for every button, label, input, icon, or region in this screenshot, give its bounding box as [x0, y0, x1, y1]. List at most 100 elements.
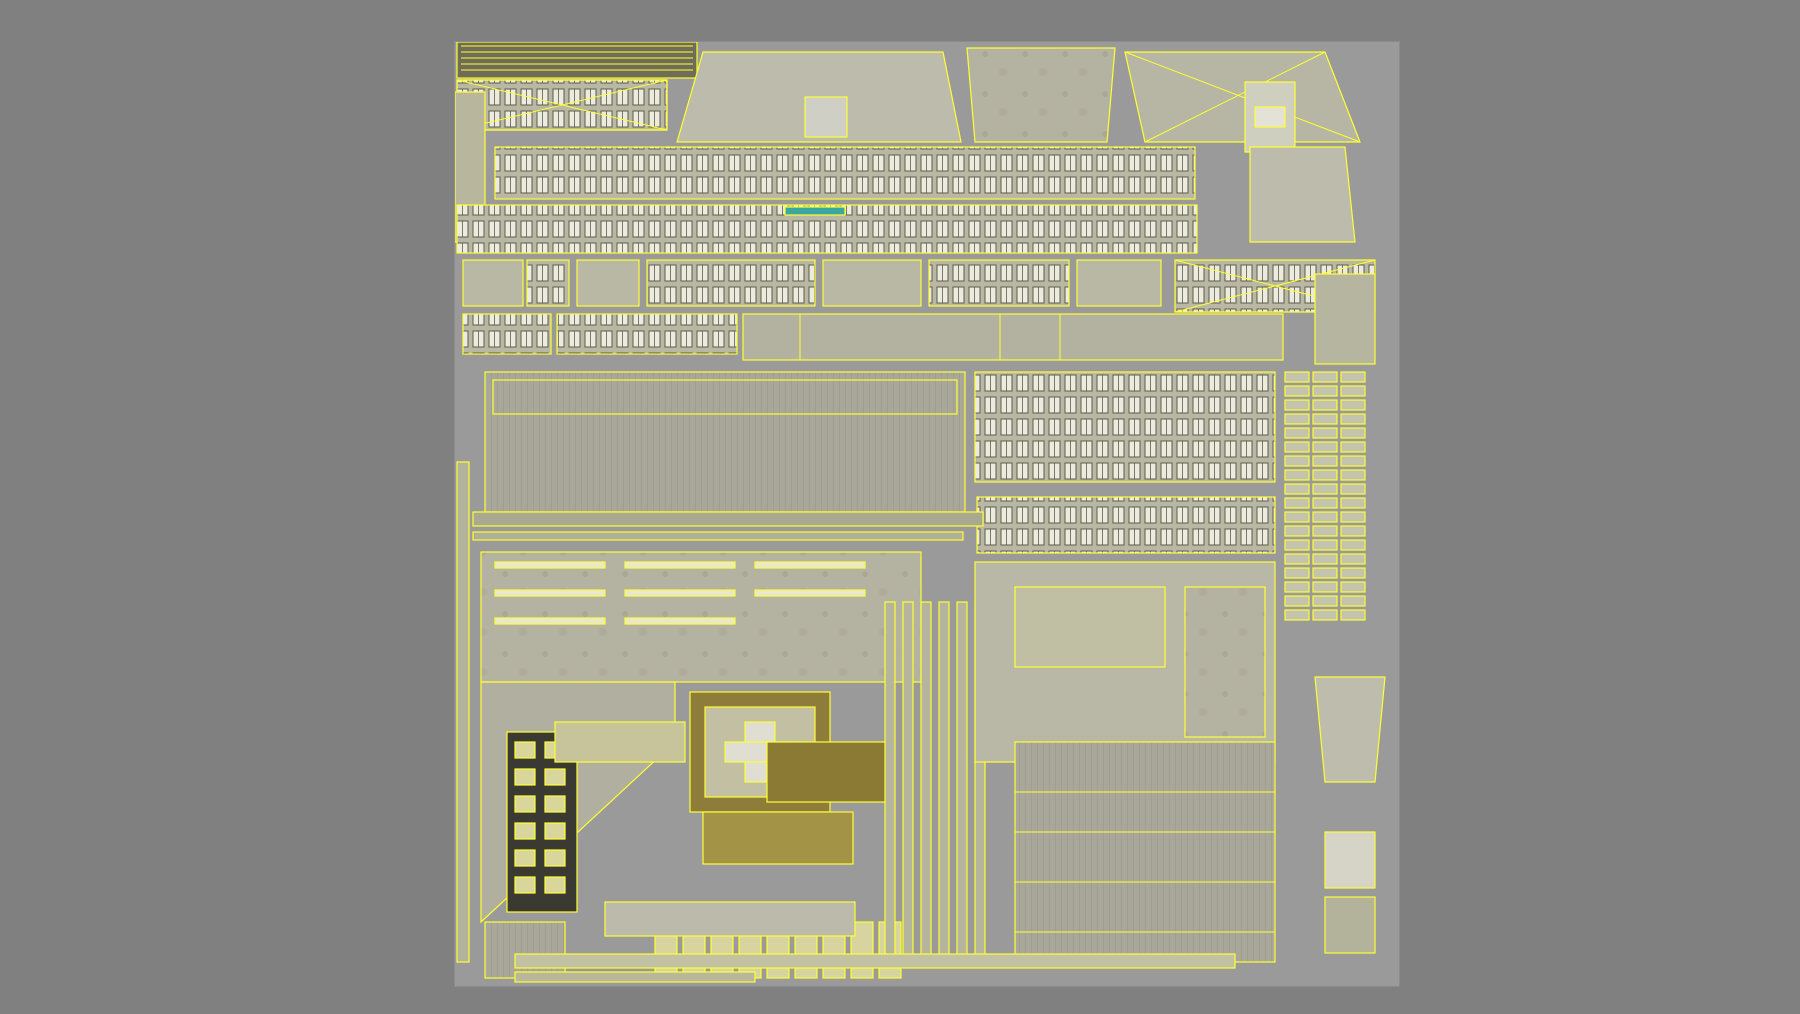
- plaza-line-0[interactable]: [494, 561, 606, 569]
- facade-small-4[interactable]: [822, 259, 922, 307]
- tile-1-2[interactable]: [1340, 385, 1366, 397]
- right-tri-wall[interactable]: [1314, 273, 1376, 365]
- tile-13-1[interactable]: [1312, 553, 1338, 565]
- tile-9-1[interactable]: [1312, 497, 1338, 509]
- plaza-line-5[interactable]: [754, 589, 866, 597]
- tile-16-1[interactable]: [1312, 595, 1338, 607]
- tall-strip-2[interactable]: [920, 601, 932, 963]
- tile-7-2[interactable]: [1340, 469, 1366, 481]
- dark-panel-cell-4-0[interactable]: [514, 849, 536, 867]
- uv-island-10[interactable]: [1174, 259, 1376, 313]
- uv-island-5[interactable]: [1124, 51, 1361, 143]
- tile-15-2[interactable]: [1340, 581, 1366, 593]
- facade-long-1[interactable]: [494, 146, 1196, 200]
- plaza-line-2[interactable]: [754, 561, 866, 569]
- horizontal-strip-1[interactable]: [472, 511, 984, 527]
- trapezoid-right[interactable]: [1249, 146, 1356, 243]
- tile-13-0[interactable]: [1284, 553, 1310, 565]
- tile-17-0[interactable]: [1284, 609, 1310, 621]
- tile-6-2[interactable]: [1340, 455, 1366, 467]
- tile-1-1[interactable]: [1312, 385, 1338, 397]
- tile-4-2[interactable]: [1340, 427, 1366, 439]
- plaza-line-1[interactable]: [624, 561, 736, 569]
- facade-small-3[interactable]: [646, 259, 816, 307]
- dark-panel-cell-2-1[interactable]: [544, 795, 566, 813]
- tile-11-0[interactable]: [1284, 525, 1310, 537]
- plaza-line-4[interactable]: [624, 589, 736, 597]
- dark-panel-cell-4-1[interactable]: [544, 849, 566, 867]
- tile-4-0[interactable]: [1284, 427, 1310, 439]
- tile-8-1[interactable]: [1312, 483, 1338, 495]
- tile-14-0[interactable]: [1284, 567, 1310, 579]
- tall-strip-0[interactable]: [884, 601, 896, 963]
- tile-16-2[interactable]: [1340, 595, 1366, 607]
- vertical-strip-left-1[interactable]: [456, 461, 470, 963]
- plaza-mid-left[interactable]: [480, 551, 922, 683]
- tile-10-0[interactable]: [1284, 511, 1310, 523]
- tile-3-0[interactable]: [1284, 413, 1310, 425]
- uv-island-6[interactable]: [1144, 51, 1326, 143]
- dark-panel-cell-3-1[interactable]: [544, 822, 566, 840]
- roof-stone-top[interactable]: [966, 47, 1116, 143]
- horizontal-strip-2[interactable]: [472, 531, 964, 541]
- tile-6-0[interactable]: [1284, 455, 1310, 467]
- tile-4-1[interactable]: [1312, 427, 1338, 439]
- bottom-strip-2[interactable]: [514, 971, 756, 983]
- plaza-line-3[interactable]: [494, 589, 606, 597]
- tile-13-2[interactable]: [1340, 553, 1366, 565]
- tile-9-0[interactable]: [1284, 497, 1310, 509]
- tile-16-0[interactable]: [1284, 595, 1310, 607]
- facade-small-6[interactable]: [1076, 259, 1162, 307]
- right-small-square-2[interactable]: [1324, 896, 1376, 954]
- dark-panel-cell-1-0[interactable]: [514, 768, 536, 786]
- tile-6-1[interactable]: [1312, 455, 1338, 467]
- tile-17-1[interactable]: [1312, 609, 1338, 621]
- tile-15-1[interactable]: [1312, 581, 1338, 593]
- cross-center[interactable]: [1254, 106, 1286, 128]
- tile-7-1[interactable]: [1312, 469, 1338, 481]
- tile-14-1[interactable]: [1312, 567, 1338, 579]
- tile-7-0[interactable]: [1284, 469, 1310, 481]
- tile-1-0[interactable]: [1284, 385, 1310, 397]
- courtyard-right[interactable]: [1184, 586, 1266, 738]
- lower-flat[interactable]: [604, 901, 856, 937]
- facade-small-0[interactable]: [462, 259, 524, 307]
- tile-12-0[interactable]: [1284, 539, 1310, 551]
- lower-left-roof[interactable]: [484, 921, 566, 979]
- plaza-line-6[interactable]: [494, 617, 606, 625]
- lower-right-roof[interactable]: [1014, 741, 1276, 963]
- bottom-strip-1[interactable]: [514, 953, 1236, 969]
- dark-panel-cell-2-0[interactable]: [514, 795, 536, 813]
- gold-lower[interactable]: [702, 811, 854, 865]
- dark-panel-cell-1-1[interactable]: [544, 768, 566, 786]
- sign-teal[interactable]: [784, 206, 846, 216]
- tall-strip-4[interactable]: [956, 601, 968, 963]
- dark-panel-cell-5-1[interactable]: [544, 876, 566, 894]
- dark-panel-cell-0-0[interactable]: [514, 741, 536, 759]
- plaza-line-7[interactable]: [624, 617, 736, 625]
- tile-15-0[interactable]: [1284, 581, 1310, 593]
- roof-door[interactable]: [804, 96, 848, 138]
- tall-strip-1[interactable]: [902, 601, 914, 963]
- facade-small-5[interactable]: [928, 259, 1070, 307]
- tile-5-2[interactable]: [1340, 441, 1366, 453]
- dark-panel-cell-3-0[interactable]: [514, 822, 536, 840]
- tall-strip-3[interactable]: [938, 601, 950, 963]
- right-trapezoid-low[interactable]: [1314, 676, 1386, 783]
- tile-5-0[interactable]: [1284, 441, 1310, 453]
- tile-12-1[interactable]: [1312, 539, 1338, 551]
- tile-3-1[interactable]: [1312, 413, 1338, 425]
- tile-9-2[interactable]: [1340, 497, 1366, 509]
- tile-10-2[interactable]: [1340, 511, 1366, 523]
- tile-0-1[interactable]: [1312, 371, 1338, 383]
- facade-lower-right[interactable]: [976, 496, 1276, 554]
- tile-3-2[interactable]: [1340, 413, 1366, 425]
- tile-14-2[interactable]: [1340, 567, 1366, 579]
- tile-0-2[interactable]: [1340, 371, 1366, 383]
- tile-5-1[interactable]: [1312, 441, 1338, 453]
- big-roof-top[interactable]: [492, 379, 958, 415]
- facade-small-2[interactable]: [576, 259, 640, 307]
- tile-2-0[interactable]: [1284, 399, 1310, 411]
- gold-right[interactable]: [766, 741, 888, 803]
